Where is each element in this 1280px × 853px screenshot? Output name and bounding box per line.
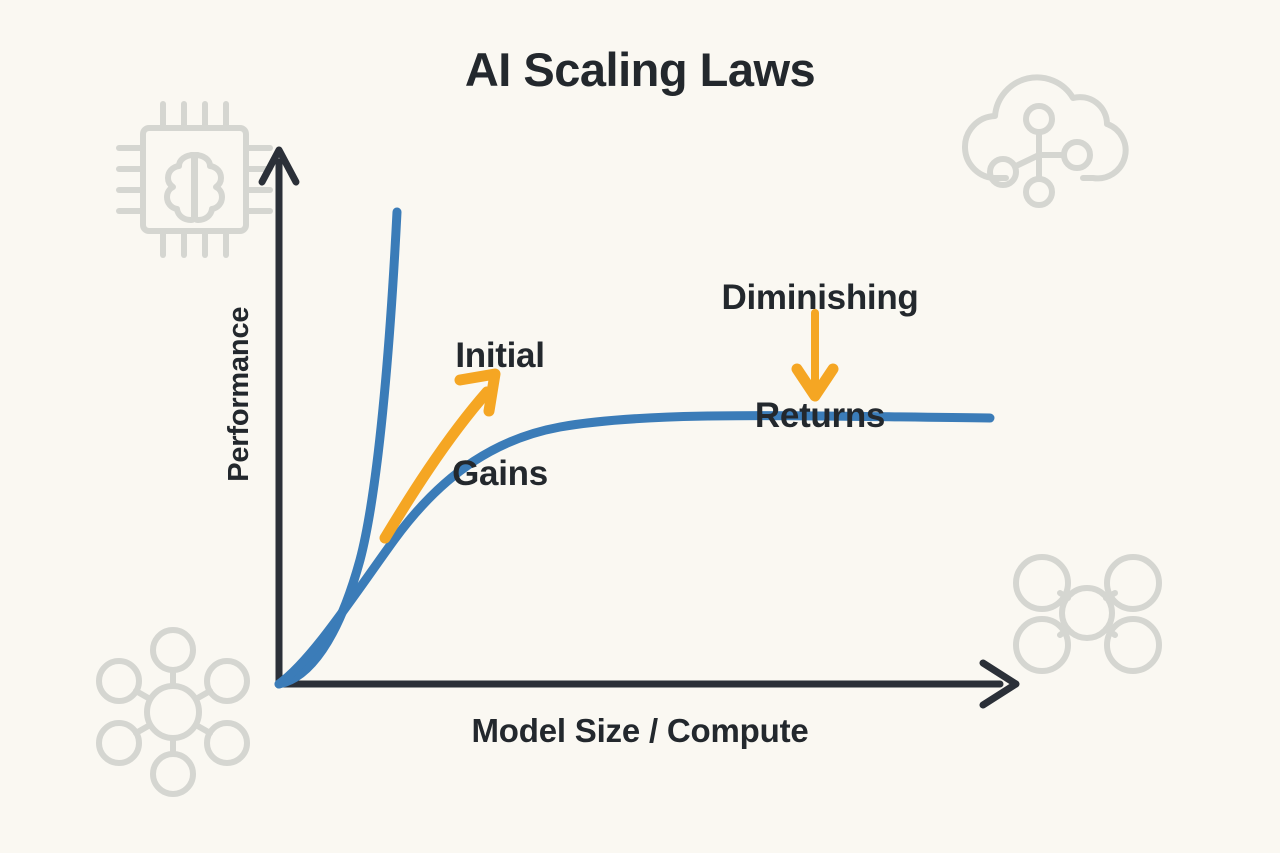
annotation-diminishing-returns-line2: Returns — [754, 395, 886, 435]
node-cluster-icon — [1013, 554, 1162, 674]
hub-network-icon — [96, 627, 250, 797]
annotation-initial-gains-line2: Gains — [452, 453, 548, 493]
diminishing-returns-arrow — [791, 309, 839, 402]
x-axis-arrowhead — [979, 659, 1020, 709]
annotation-initial-gains: Initial Gains — [390, 258, 610, 572]
annotation-diminishing-returns-line1: Diminishing — [721, 278, 919, 318]
curve-exponential — [274, 207, 402, 689]
ai-chip-brain-icon — [116, 101, 273, 258]
y-axis-arrowhead — [258, 146, 300, 186]
page-title: AI Scaling Laws — [464, 43, 816, 96]
curve-saturating — [274, 411, 995, 689]
cloud-network-icon — [962, 74, 1129, 208]
y-axis-label: Performance — [222, 306, 255, 482]
initial-gains-arrow — [379, 368, 501, 544]
annotation-diminishing-returns: Diminishing Returns — [665, 200, 975, 514]
x-axis-label: Model Size / Compute — [471, 712, 809, 749]
annotation-initial-gains-line1: Initial — [455, 336, 545, 376]
chart-axes — [258, 146, 1020, 709]
